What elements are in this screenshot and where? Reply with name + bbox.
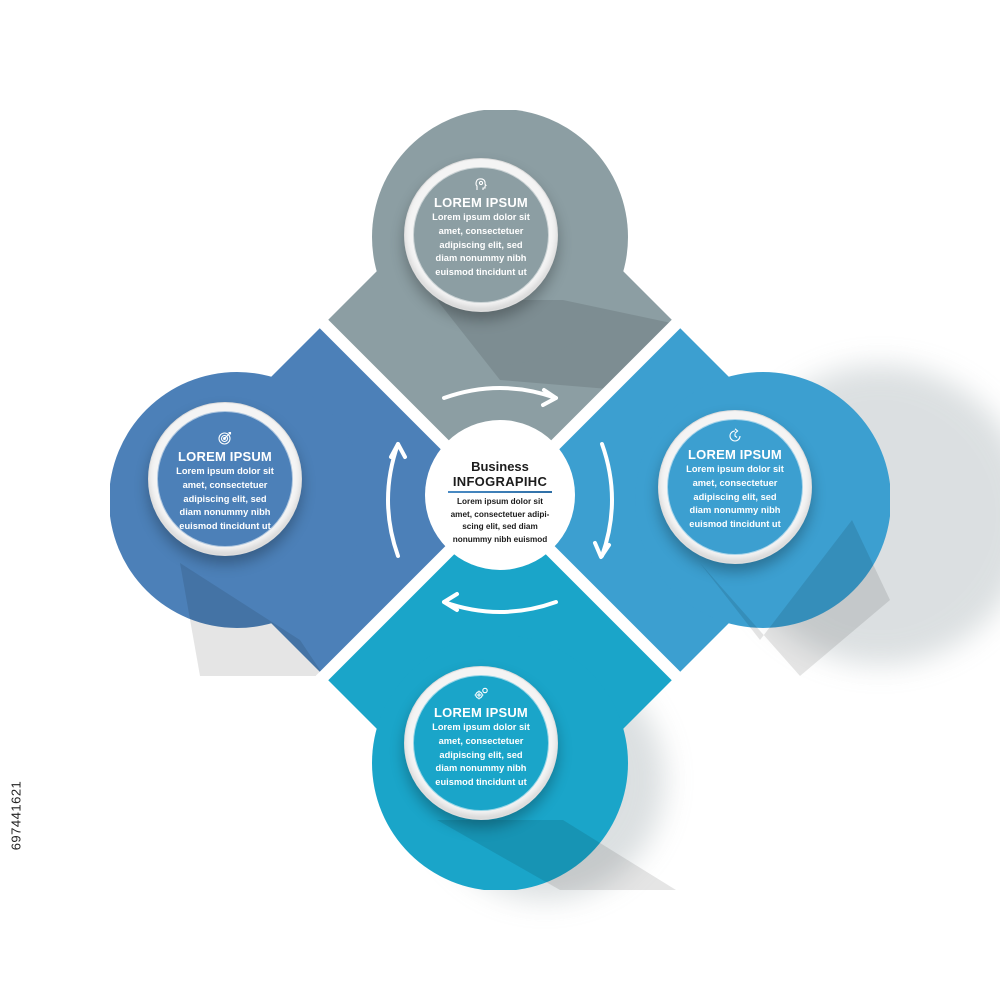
stock-id-label: 697441621: [8, 780, 24, 851]
step-left-card: LOREM IPSUM Lorem ipsum dolor sit amet, …: [157, 430, 293, 534]
center-hub: Business INFOGRAPIHC Lorem ipsum dolor s…: [425, 420, 575, 570]
step-bottom-card: LOREM IPSUM Lorem ipsum dolor sit amet, …: [413, 686, 549, 790]
step-top-disc: [413, 167, 549, 303]
step-bottom-body: Lorem ipsum dolor sit amet, consectetuer…: [432, 722, 530, 788]
step-left-body: Lorem ipsum dolor sit amet, consectetuer…: [176, 466, 274, 532]
step-top-body: Lorem ipsum dolor sit amet, consectetuer…: [432, 212, 530, 278]
clock-refresh-icon: [729, 428, 741, 442]
step-right-card: LOREM IPSUM Lorem ipsum dolor sit amet, …: [667, 428, 803, 532]
target-icon: [218, 431, 232, 445]
step-right-title: LOREM IPSUM: [688, 447, 782, 462]
step-top-card: LOREM IPSUM Lorem ipsum dolor sit amet, …: [413, 176, 549, 280]
arrow-left: [386, 442, 400, 558]
arrow-top: [442, 386, 558, 400]
step-right-disc: [667, 419, 803, 555]
center-body: Lorem ipsum dolor sit amet, consectetuer…: [450, 497, 550, 544]
center-title-line1: Business: [471, 459, 529, 474]
arrow-right: [600, 442, 614, 558]
step-left-disc: [157, 411, 293, 547]
center-divider: [448, 491, 552, 493]
arrow-bottom: [442, 600, 558, 614]
step-bottom-title: LOREM IPSUM: [434, 705, 528, 720]
center-title-line2: INFOGRAPIHC: [452, 474, 548, 489]
step-top-title: LOREM IPSUM: [434, 195, 528, 210]
head-gear-icon: [475, 178, 487, 190]
step-left-title: LOREM IPSUM: [178, 449, 272, 464]
step-right-body: Lorem ipsum dolor sit amet, consectetuer…: [686, 464, 784, 530]
gears-icon: [474, 687, 488, 700]
